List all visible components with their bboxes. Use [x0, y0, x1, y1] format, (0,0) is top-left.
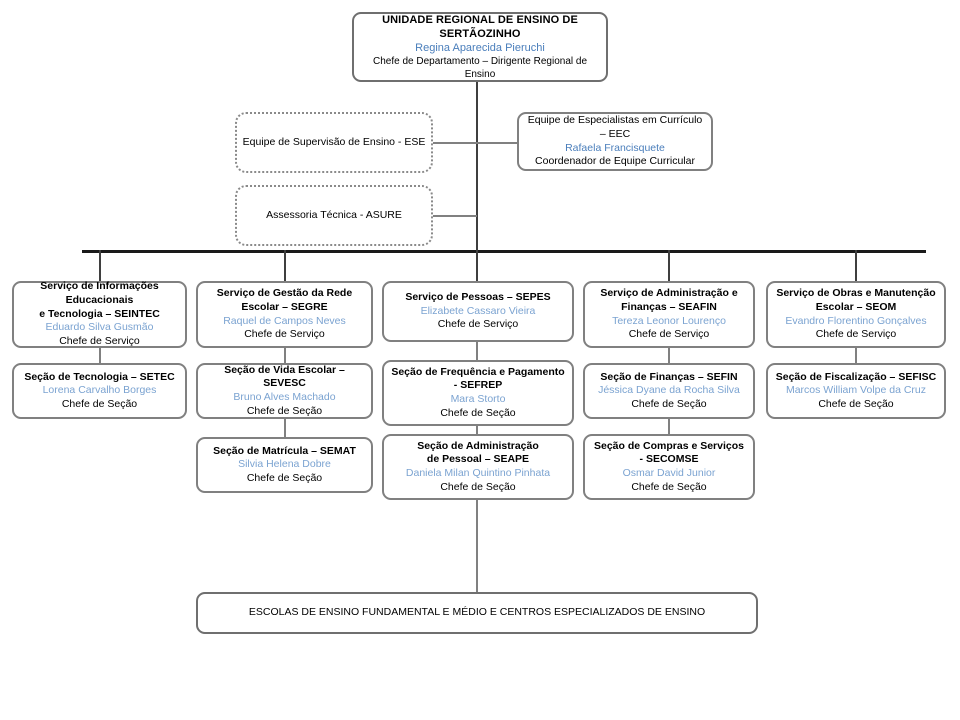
connector-sefin-to-secomse — [668, 419, 670, 434]
org-box-title: Equipe de Supervisão de Ensino - ESE — [242, 135, 426, 148]
org-box-title: UNIDADE REGIONAL DE ENSINO DE SERTÃOZINH… — [382, 13, 578, 40]
org-box-person-name: Bruno Alves Machado — [233, 391, 336, 403]
org-box-person-name: Regina Aparecida Pieruchi — [415, 42, 545, 55]
org-box-role: Chefe de Seção — [440, 406, 516, 419]
org-box-person-name: Tereza Leonor Lourenço — [612, 314, 726, 327]
connector-segre-to-sevesc — [284, 348, 286, 363]
org-box-title: Equipe de Especialistas em Currículo – E… — [527, 114, 703, 140]
org-box-title-line1: Seção de Administração — [417, 439, 539, 452]
org-box-person-name: Marcos William Volpe da Cruz — [785, 384, 927, 397]
org-box-seom[interactable]: Serviço de Obras e Manutenção Escolar – … — [766, 281, 946, 348]
org-box-title-line1: Seção de Compras e Serviços — [594, 439, 744, 452]
org-box-person-name: Lorena Carvalho Borges — [42, 384, 157, 397]
org-box-role: Chefe de Serviço — [815, 328, 897, 341]
org-box-role: Chefe de Seção — [631, 397, 707, 410]
connector-bar-to-seafin — [668, 250, 670, 281]
org-box-title-line1: Serviço de Informações Educacionais — [40, 280, 159, 307]
org-box-role: Coordenador de Equipe Curricular — [535, 155, 695, 168]
org-box-asure[interactable]: Assessoria Técnica - ASURE — [235, 185, 433, 246]
org-box-eec[interactable]: Equipe de Especialistas em Currículo – E… — [517, 112, 713, 171]
org-box-role: Chefe de Serviço — [244, 328, 325, 341]
org-box-sefrep[interactable]: Seção de Frequência e Pagamento - SEFREP… — [382, 360, 574, 426]
org-box-title-line1: Seção de Fiscalização – SEFISC — [775, 370, 937, 383]
org-box-title-line1: Seção de Tecnologia – SETEC — [24, 370, 175, 383]
org-box-ese[interactable]: Equipe de Supervisão de Ensino - ESE — [235, 112, 433, 173]
org-box-sefin[interactable]: Seção de Finanças – SEFIN Jéssica Dyane … — [583, 363, 755, 419]
org-box-title-line1: Seção de Finanças – SEFIN — [600, 370, 738, 383]
org-box-person-name: Daniela Milan Quintino Pinhata — [405, 467, 551, 479]
connector-eec-to-spine — [476, 142, 518, 144]
org-box-title-line2: e Tecnologia – SEINTEC — [39, 307, 160, 320]
org-box-title-line2: Escolar – SEGRE — [241, 300, 328, 313]
org-box-title-line2: Finanças – SEAFIN — [621, 300, 717, 313]
org-box-person-name: Osmar David Junior — [622, 467, 716, 479]
org-box-role: Chefe de Seção — [61, 397, 138, 410]
connector-seintec-to-setec — [99, 348, 101, 363]
connector-bar-to-sepes — [476, 250, 478, 281]
org-box-sefisc[interactable]: Seção de Fiscalização – SEFISC Marcos Wi… — [766, 363, 946, 419]
org-box-person-name: Elizabete Cassaro Vieira — [420, 304, 536, 317]
org-box-title-line1: Serviço de Pessoas – SEPES — [405, 291, 551, 304]
connector-root-spine — [476, 82, 478, 252]
org-box-title-line1: Serviço de Gestão da Rede — [216, 287, 353, 300]
org-box-escolas[interactable]: ESCOLAS DE ENSINO FUNDAMENTAL E MÉDIO E … — [196, 592, 758, 634]
connector-sevesc-to-semat — [284, 419, 286, 437]
org-box-seintec[interactable]: Serviço de Informações Educacionais e Te… — [12, 280, 187, 348]
org-box-seape[interactable]: Seção de Administração de Pessoal – SEAP… — [382, 434, 574, 500]
org-box-person-name: Evandro Florentino Gonçalves — [785, 314, 927, 327]
org-box-title-line1: Serviço de Obras e Manutenção — [776, 287, 936, 300]
org-box-role: Chefe de Serviço — [437, 318, 519, 331]
org-box-seafin[interactable]: Serviço de Administração e Finanças – SE… — [583, 281, 755, 348]
org-box-title-line2: Escolar – SEOM — [815, 300, 897, 313]
org-box-person-name: Raquel de Campos Neves — [223, 314, 346, 327]
connector-sepes-to-sefrep — [476, 342, 478, 360]
connector-bar-to-segre — [284, 250, 286, 281]
org-box-title-line2: de Pessoal – SEAPE — [426, 453, 530, 466]
org-box-unidade-regional[interactable]: UNIDADE REGIONAL DE ENSINO DE SERTÃOZINH… — [352, 12, 608, 82]
connector-bar-to-seintec — [99, 250, 101, 281]
connector-asure-to-spine — [433, 215, 477, 217]
org-box-sepes[interactable]: Serviço de Pessoas – SEPES Elizabete Cas… — [382, 281, 574, 342]
org-box-title-line2: - SEFREP — [453, 379, 503, 392]
org-box-sevesc[interactable]: Seção de Vida Escolar – SEVESC Bruno Alv… — [196, 363, 373, 419]
org-box-title-line1: Seção de Vida Escolar – SEVESC — [224, 363, 345, 390]
org-box-role: Chefe de Seção — [246, 471, 323, 484]
org-box-role: Chefe de Seção — [440, 480, 516, 493]
org-box-title-line1: Serviço de Administração e — [600, 287, 738, 300]
org-box-setec[interactable]: Seção de Tecnologia – SETEC Lorena Carva… — [12, 363, 187, 419]
connector-seafin-to-sefin — [668, 348, 670, 363]
org-box-title-line1: Seção de Matrícula – SEMAT — [213, 444, 356, 457]
org-box-semat[interactable]: Seção de Matrícula – SEMAT Silvia Helena… — [196, 437, 373, 493]
org-box-title: ESCOLAS DE ENSINO FUNDAMENTAL E MÉDIO E … — [248, 606, 706, 619]
org-box-role: Chefe de Serviço — [59, 334, 140, 347]
org-box-person-name: Eduardo Silva Gusmão — [45, 321, 154, 334]
org-box-role: Chefe de Serviço — [628, 328, 710, 341]
connector-seom-to-sefisc — [855, 348, 857, 363]
org-box-title-line2: - SECOMSE — [639, 453, 699, 466]
org-box-role: Chefe de Seção — [246, 404, 323, 417]
org-box-segre[interactable]: Serviço de Gestão da Rede Escolar – SEGR… — [196, 281, 373, 348]
connector-sefrep-to-seape — [476, 426, 478, 434]
org-box-person-name: Mara Storto — [450, 393, 506, 405]
connector-service-distribution-bar — [82, 250, 926, 253]
org-box-role: Chefe de Seção — [631, 480, 707, 493]
org-box-role: Chefe de Seção — [818, 397, 894, 410]
org-box-title: Assessoria Técnica - ASURE — [266, 208, 402, 221]
connector-bar-to-seom — [855, 250, 857, 281]
connector-seape-to-escolas — [476, 500, 478, 592]
org-box-title-line1: Seção de Frequência e Pagamento — [391, 365, 565, 378]
org-box-person-name: Silvia Helena Dobre — [238, 458, 331, 471]
org-box-secomse[interactable]: Seção de Compras e Serviços - SECOMSE Os… — [583, 434, 755, 500]
org-box-person-name: Rafaela Francisquete — [565, 141, 665, 154]
org-box-role: Chefe de Departamento – Dirigente Region… — [372, 56, 588, 81]
org-box-person-name: Jéssica Dyane da Rocha Silva — [598, 384, 740, 397]
connector-ese-to-spine — [433, 142, 477, 144]
